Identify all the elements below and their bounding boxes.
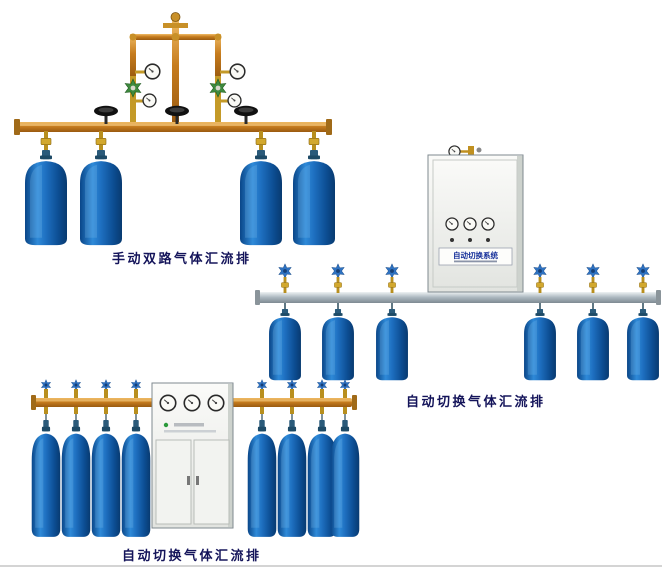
cabinet-riser-pipe <box>448 145 482 158</box>
cylinder-station <box>307 379 337 537</box>
manifold-pipe <box>14 119 332 135</box>
header-pipe-assembly <box>129 12 222 124</box>
cylinder-valve-icon <box>40 131 52 152</box>
gas-cylinder <box>61 420 91 537</box>
cylinder-station <box>91 379 121 537</box>
gas-cylinder <box>330 420 360 537</box>
product-caption: 自动切换气体汇流排 <box>406 394 546 409</box>
cylinder-station <box>121 379 151 537</box>
gas-cylinder <box>524 309 556 381</box>
valve-handwheel-icon <box>385 263 399 279</box>
control-cabinet: 自动切换系统 <box>427 154 524 293</box>
cylinder-station <box>322 263 354 381</box>
cylinder-station <box>524 263 556 381</box>
product-image-auto-switch-manifold: 自动切换系统 <box>255 145 661 381</box>
valve-handwheel-icon <box>278 263 292 279</box>
pressure-gauge-icon <box>445 217 459 231</box>
product-image-auto-switch-manifold-floor <box>31 379 360 537</box>
gas-cylinder <box>627 309 659 381</box>
control-cabinet <box>151 382 234 529</box>
valve-handwheel-icon <box>586 263 600 279</box>
gas-cylinder <box>31 420 61 537</box>
gas-cylinder <box>322 309 354 381</box>
regulator-left <box>124 63 161 124</box>
regulator-handwheel-icon <box>124 78 142 98</box>
pressure-gauge-icon <box>227 93 242 108</box>
pressure-gauge-icon <box>481 217 495 231</box>
cylinder-station <box>577 263 609 381</box>
pressure-gauge-icon <box>207 394 225 412</box>
regulator-handwheel-icon <box>209 78 227 98</box>
pressure-gauge-icon <box>229 63 246 80</box>
pressure-gauge-icon <box>463 217 477 231</box>
gas-cylinder <box>577 309 609 381</box>
cylinder-station <box>247 379 277 537</box>
cylinder-valve-icon <box>388 277 396 293</box>
product-manual-dual-manifold: 手动双路气体汇流排 <box>6 8 341 268</box>
cabinet-door <box>155 439 192 525</box>
cylinder-valve-icon <box>334 277 342 293</box>
valve-handwheel-icon <box>340 379 350 391</box>
product-auto-switch-manifold-wall: 自动切换系统 自动切换气体汇流排 <box>255 145 662 409</box>
pressure-gauge-icon <box>144 63 161 80</box>
cylinder-station <box>269 263 301 381</box>
valve-handwheel-icon <box>317 379 327 391</box>
valve-handwheel-icon <box>331 263 345 279</box>
valve-handwheel-icon <box>257 379 267 391</box>
cylinder-valve-icon <box>639 277 647 293</box>
gas-cylinder <box>121 420 151 537</box>
indicator-light <box>163 422 169 428</box>
door-handle <box>196 476 199 485</box>
cylinder-valve-icon <box>536 277 544 293</box>
valve-handwheel-icon <box>94 105 118 124</box>
valve-handwheel-icon <box>287 379 297 391</box>
valve-handwheel-icon <box>165 105 189 124</box>
gas-cylinder <box>80 150 122 246</box>
cylinder-valve-icon <box>281 277 289 293</box>
cabinet-label-bar <box>164 430 216 433</box>
product-caption: 自动切换气体汇流排 <box>122 548 262 563</box>
valve-handwheel-icon <box>71 379 81 391</box>
cylinder-station <box>330 379 360 537</box>
gas-cylinder <box>277 420 307 537</box>
gas-cylinder <box>25 150 67 246</box>
gas-cylinder <box>91 420 121 537</box>
pressure-gauge-icon <box>142 93 157 108</box>
gas-cylinder <box>247 420 277 537</box>
door-handle <box>187 476 190 485</box>
valve-handwheel-icon <box>234 105 258 124</box>
cabinet-sublabel-bar <box>454 260 497 263</box>
cylinder-station <box>61 379 91 537</box>
pressure-gauge-icon <box>159 394 177 412</box>
valve-handwheel-icon <box>533 263 547 279</box>
cylinder-station <box>277 379 307 537</box>
cylinder-station <box>627 263 659 381</box>
valve-handwheel-icon <box>131 379 141 391</box>
cabinet-door <box>193 439 230 525</box>
valve-handwheel-icon <box>101 379 111 391</box>
cylinder-station <box>376 263 408 381</box>
cabinet-label-bar <box>174 423 204 427</box>
pressure-gauge-icon <box>183 394 201 412</box>
manifold-pipe <box>255 290 661 305</box>
cabinet-label: 自动切换系统 <box>453 250 498 260</box>
product-auto-switch-manifold-floor: 自动切换气体汇流排 <box>28 378 362 568</box>
bottom-divider <box>0 565 662 567</box>
cylinder-valve-icon <box>95 131 107 152</box>
product-image-manual-dual-manifold <box>14 12 335 246</box>
cylinder-station <box>31 379 61 537</box>
product-caption: 手动双路气体汇流排 <box>112 251 252 266</box>
regulator-right <box>209 63 246 124</box>
gas-cylinder <box>376 309 408 381</box>
valve-handwheel-icon <box>41 379 51 391</box>
valve-handwheel-icon <box>636 263 650 279</box>
cylinder-valve-icon <box>589 277 597 293</box>
gas-cylinder <box>269 309 301 381</box>
